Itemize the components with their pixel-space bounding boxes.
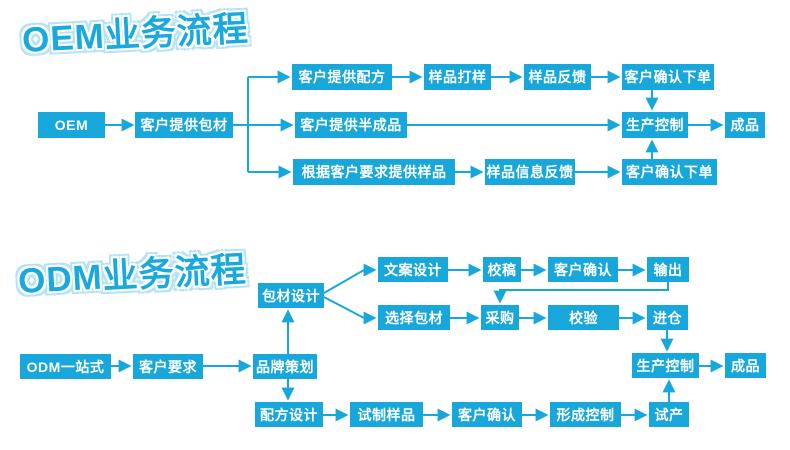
flow-node-kehu-queren-b: 客户确认 (452, 402, 522, 427)
flow-node-genju-kehu-yaoqiu-yangpin: 根据客户要求提供样品 (293, 159, 455, 185)
flow-node-odm-yizhanshi: ODM一站式 (20, 354, 111, 379)
flow-node-kehu-queren-a: 客户确认 (548, 257, 618, 282)
flow-node-kehu-tigong-peifang: 客户提供配方 (292, 64, 392, 90)
flow-node-jiaogao: 校稿 (483, 257, 521, 282)
flow-node-chengpin-oem: 成品 (725, 112, 765, 138)
flow-node-baocai-sheji: 包材设计 (258, 283, 324, 308)
flow-node-caigou: 采购 (481, 305, 519, 330)
flow-node-yangpin-fankui: 样品反馈 (524, 64, 591, 90)
flow-node-xuanze-baocai: 选择包材 (378, 305, 450, 330)
flow-node-jiaoyan: 校验 (548, 305, 619, 330)
flow-node-kehu-tigong-baocai: 客户提供包材 (135, 112, 233, 138)
flow-node-wenan-sheji: 文案设计 (378, 257, 448, 282)
flow-node-yangpin-dayang: 样品打样 (424, 64, 491, 90)
flow-node-kehu-tigong-banchengpin: 客户提供半成品 (295, 112, 407, 138)
flow-node-kehu-queren-xiadan-2: 客户确认下单 (622, 159, 717, 185)
flow-connector-shuchu-to-caigou-elbow (493, 282, 669, 304)
flow-node-shengchan-kongzhi-odm: 生产控制 (632, 353, 699, 378)
flow-node-xingcheng-kongzhi: 形成控制 (550, 402, 621, 427)
flow-node-pinpai-cehua: 品牌策划 (253, 354, 317, 379)
flow-node-shuchu: 输出 (647, 257, 689, 282)
flow-connector-baocaisheji-to-wenan (323, 263, 377, 294)
flow-node-kehu-yaoqiu: 客户要求 (133, 354, 203, 379)
flow-connector-baocaisheji-to-xuanze (323, 296, 377, 325)
flow-node-peifang-sheji: 配方设计 (255, 402, 323, 427)
flow-node-yangpin-xinxi-fankui: 样品信息反馈 (485, 159, 575, 185)
flow-node-oem: OEM (38, 112, 105, 138)
flow-node-shizhi-yangpin: 试制样品 (350, 402, 423, 427)
flow-node-jincang: 进仓 (647, 305, 688, 330)
flow-node-kehu-queren-xiadan-1: 客户确认下单 (622, 64, 714, 90)
flow-node-chengpin-odm: 成品 (725, 353, 766, 378)
flow-node-shichan: 试产 (649, 402, 689, 427)
flow-node-shengchan-kongzhi-oem: 生产控制 (622, 112, 688, 138)
